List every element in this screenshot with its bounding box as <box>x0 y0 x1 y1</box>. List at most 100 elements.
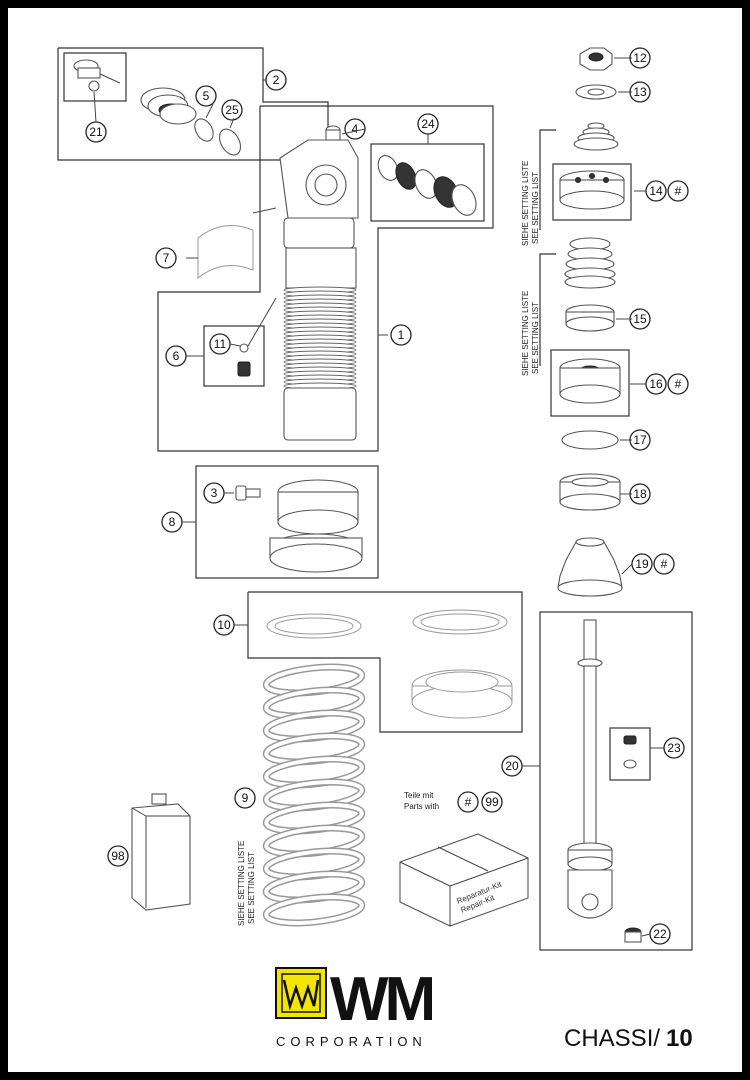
part-19-bump-stop <box>557 537 623 597</box>
wm-logo-mark <box>275 967 327 1019</box>
svg-text:5: 5 <box>203 89 210 103</box>
footer: WM CORPORATION CHASSI/10 <box>275 965 693 1052</box>
part-17-circlip <box>561 430 619 450</box>
svg-text:20: 20 <box>505 759 519 773</box>
svg-text:21: 21 <box>89 125 103 139</box>
part-8-preload-ring <box>269 479 363 573</box>
shim-stack-upper <box>573 122 619 151</box>
callout-24-5: 24 <box>417 113 439 135</box>
callout-16-19: 16 # <box>645 373 689 395</box>
leader-line-10 <box>641 933 651 937</box>
part-14-piston <box>559 170 625 210</box>
svg-text:6: 6 <box>173 349 180 363</box>
page-number: 10 <box>666 1025 693 1052</box>
callout-25-2: 25 <box>221 99 243 121</box>
group-1-shock-body-box <box>157 105 494 452</box>
svg-text:CHASSI/10: CHASSI/10 <box>564 1025 693 1052</box>
callout-10-12: 10 <box>213 614 235 636</box>
callout-11-7: 11 <box>209 333 231 355</box>
callout-3-10: 3 <box>203 482 225 504</box>
svg-text:4: 4 <box>352 122 359 136</box>
svg-text:9: 9 <box>242 791 249 805</box>
svg-text:99: 99 <box>485 795 499 809</box>
kit-note-de: Teile mit <box>404 791 434 800</box>
part-25-o-ring <box>218 128 242 156</box>
svg-text:25: 25 <box>225 103 239 117</box>
svg-text:#: # <box>661 557 668 571</box>
callout-hash-26: # <box>457 791 479 813</box>
right-column-parts <box>539 47 632 597</box>
setting-list-label-3a: SIEHE SETTING LISTE <box>237 841 246 926</box>
part-22-bushing <box>624 927 642 943</box>
svg-text:2: 2 <box>273 73 280 87</box>
part-21-adjuster-knob <box>73 59 121 92</box>
svg-text:23: 23 <box>667 741 681 755</box>
part-11-valve <box>237 297 277 377</box>
callout-6-8: 6 <box>165 345 187 367</box>
brand-wordmark: WM <box>330 965 433 1034</box>
setting-list-label-3b: SEE SETTING LIST <box>247 852 256 924</box>
part-24-piston-stack <box>377 155 477 216</box>
svg-text:24: 24 <box>421 117 435 131</box>
callout-5-1: 5 <box>195 85 217 107</box>
kit-note-en: Parts with <box>404 802 439 811</box>
part-23-needle-valve <box>623 735 637 769</box>
svg-text:19: 19 <box>635 557 649 571</box>
part-18-bushing <box>559 473 621 511</box>
leader-line-20 <box>229 117 235 129</box>
setting-list-label-2a: SIEHE SETTING LISTE <box>521 291 530 376</box>
group-20-shaft-box <box>539 611 693 951</box>
part-7-sleeve <box>197 207 277 280</box>
setting-list-label-1a: SIEHE SETTING LISTE <box>521 161 530 246</box>
exploded-parts-diagram: 252521424711613810998121314#1516#171819#… <box>57 47 693 1052</box>
svg-text:18: 18 <box>633 487 647 501</box>
svg-text:1: 1 <box>398 328 405 342</box>
callout-98-14: 98 <box>107 845 129 867</box>
callout-9-13: 9 <box>234 787 256 809</box>
shim-stack-lower <box>564 237 616 289</box>
leader-line-7 <box>621 563 633 575</box>
part-1-lower-body <box>283 387 357 441</box>
brand-corporation: CORPORATION <box>276 1034 427 1049</box>
callout-22-25: 22 <box>649 923 671 945</box>
group-10-spring-seat-box <box>247 591 523 733</box>
svg-text:12: 12 <box>633 51 647 65</box>
group-2-adjuster-box <box>57 47 329 161</box>
leader-line-19 <box>205 103 214 119</box>
part-1-shock-head <box>279 139 359 289</box>
svg-text:#: # <box>675 184 682 198</box>
part-9-spring <box>262 663 366 927</box>
svg-text:16: 16 <box>649 377 663 391</box>
callout-20-23: 20 <box>501 755 523 777</box>
part-20-piston-rod <box>567 619 613 919</box>
callout-17-20: 17 <box>629 429 651 451</box>
part-4-bleed-cap <box>325 125 341 141</box>
callout-99-27: 99 <box>481 791 503 813</box>
setting-list-label-2b: SEE SETTING LIST <box>531 302 540 374</box>
part-16-piston-seal <box>559 358 621 404</box>
callout-21-3: 21 <box>85 121 107 143</box>
callout-19-22: 19 # <box>631 553 675 575</box>
callout-15-18: 15 <box>629 308 651 330</box>
part-2-adjuster-body <box>140 87 197 125</box>
svg-text:11: 11 <box>214 337 227 351</box>
callout-23-24: 23 <box>663 737 685 759</box>
svg-text:15: 15 <box>633 312 647 326</box>
svg-text:98: 98 <box>111 849 125 863</box>
part-3-screw <box>235 485 261 501</box>
callout-4-4: 4 <box>344 118 366 140</box>
part-15-seal <box>565 304 615 332</box>
svg-text:7: 7 <box>163 251 170 265</box>
part-12-nut <box>579 47 613 71</box>
callout-14-17: 14 # <box>645 180 689 202</box>
svg-text:22: 22 <box>653 927 667 941</box>
svg-text:17: 17 <box>633 433 647 447</box>
callout-1-9: 1 <box>390 324 412 346</box>
group-8-preload-box <box>195 465 379 579</box>
svg-text:14: 14 <box>649 184 663 198</box>
callout-18-21: 18 <box>629 483 651 505</box>
svg-text:#: # <box>675 377 682 391</box>
svg-text:#: # <box>465 795 472 809</box>
